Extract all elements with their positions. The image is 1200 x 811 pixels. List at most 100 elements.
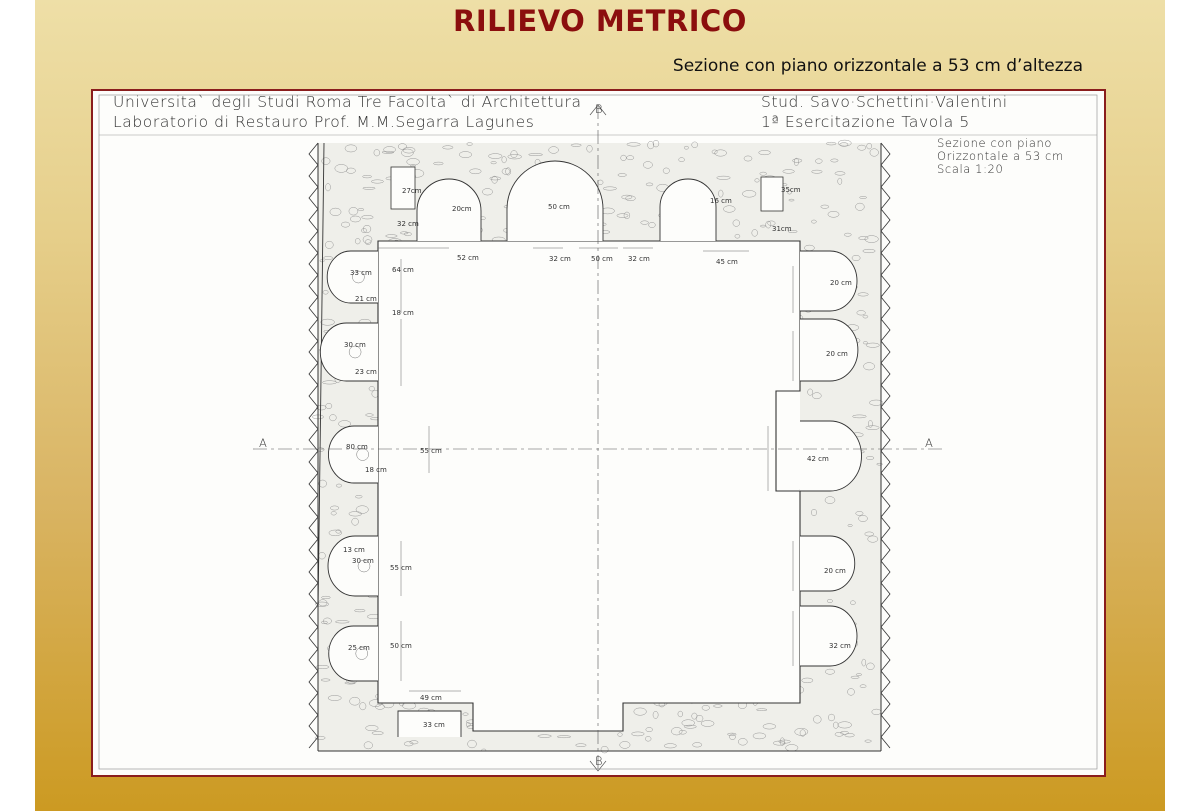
stone-mark [844, 733, 855, 738]
stone-mark [616, 213, 629, 218]
dimension-label: 64 cm [392, 266, 414, 274]
dimension-label: 45 cm [716, 258, 738, 266]
niche-column-circle [352, 270, 365, 284]
stone-mark [758, 150, 771, 156]
right-wall-niche [800, 250, 858, 312]
stone-mark [362, 175, 372, 179]
dimension-label: 32 cm [549, 255, 571, 263]
stone-mark [812, 392, 822, 400]
stone-mark [325, 183, 331, 192]
stone-mark [662, 167, 670, 174]
dimension-lines [378, 247, 794, 692]
stone-mark [692, 742, 703, 748]
stone-mark [866, 142, 872, 150]
niche-column-circle [348, 345, 362, 359]
stone-mark [865, 425, 880, 430]
stone-mark [837, 177, 843, 185]
stone-mark [876, 462, 883, 466]
stone-mark [643, 161, 653, 169]
stone-mark [323, 256, 333, 260]
slide-subtitle: Sezione con piano orizzontale a 53 cm d’… [672, 56, 1083, 76]
note-line-3: Scala 1:20 [937, 162, 1004, 176]
stone-mark [403, 741, 414, 747]
stone-mark [467, 739, 477, 749]
stone-mark [348, 511, 362, 517]
slide-title: RILIEVO METRICO [453, 4, 747, 38]
stone-mark [328, 529, 342, 537]
stone-mark [363, 741, 373, 750]
stone-mark [510, 150, 518, 158]
stone-mark [645, 182, 654, 187]
niche-column-circle [357, 559, 371, 573]
stone-mark [732, 219, 740, 227]
note-line-1: Sezione con piano [937, 136, 1053, 150]
stone-mark [743, 155, 753, 162]
dimension-label: 18 cm [365, 466, 387, 474]
stone-mark [462, 712, 469, 716]
stone-mark [645, 727, 653, 732]
stone-mark [602, 186, 617, 191]
right-wall-niche [800, 318, 859, 382]
stone-mark [320, 318, 335, 326]
stone-mark [488, 153, 503, 159]
stone-mark [754, 178, 760, 183]
dimension-label: 16 cm [710, 197, 732, 205]
left-wall-niche [327, 535, 378, 597]
zigzag-edge [308, 142, 319, 749]
stone-mark [765, 220, 772, 229]
stone-mark [433, 161, 444, 166]
stone-mark [799, 729, 806, 737]
stone-mark [671, 727, 683, 736]
dimension-label: 30 cm [352, 557, 374, 565]
stone-mark [762, 723, 777, 730]
stone-mark [505, 167, 512, 176]
dimension-label: 42 cm [807, 455, 829, 463]
stone-mark [640, 220, 649, 225]
dimension-label: 49 cm [420, 694, 442, 702]
dimension-label: 50 cm [390, 642, 412, 650]
header-exercise: 1ª Esercitazione Tavola 5 [761, 113, 970, 131]
stone-mark [663, 743, 677, 749]
dimension-label: 35cm [781, 186, 801, 194]
stone-mark [788, 198, 795, 202]
header-students: Stud. Savo·Schettini·Valentini [761, 93, 1008, 111]
stone-mark [335, 483, 343, 488]
stone-mark [851, 255, 861, 261]
stone-mark [852, 414, 867, 419]
stone-mark [859, 196, 867, 199]
dimension-label: 32 cm [829, 642, 851, 650]
stone-mark [325, 403, 333, 409]
stone-mark [864, 531, 874, 537]
stone-mark [625, 195, 636, 202]
stone-mark [617, 173, 627, 177]
stone-mark [855, 673, 862, 676]
stone-mark [330, 511, 337, 516]
stone-mark [330, 505, 340, 511]
stone-mark [315, 665, 330, 669]
stone-mark [400, 231, 409, 235]
dimension-label: 55 cm [420, 447, 442, 455]
top-arch-niche [416, 178, 482, 241]
stone-mark [633, 707, 647, 716]
stone-mark [355, 505, 369, 514]
stone-mark [355, 495, 363, 499]
stone-mark [348, 207, 359, 216]
section-axes [253, 104, 945, 772]
stone-mark [840, 730, 849, 735]
left-wall-niche [328, 625, 378, 682]
stone-mark [459, 151, 472, 158]
stone-mark [723, 205, 736, 213]
stone-mark [779, 737, 785, 746]
stone-mark [318, 479, 327, 488]
stone-mark [752, 732, 767, 740]
stone-mark [570, 143, 582, 147]
dimension-label: 31cm [772, 225, 792, 233]
stone-mark [863, 362, 875, 371]
wall-niches [319, 160, 862, 737]
stone-mark [859, 684, 867, 688]
stone-mark [855, 202, 865, 211]
stone-mark [866, 662, 875, 670]
stone-mark [620, 154, 627, 161]
stone-mark [361, 215, 374, 220]
stone-mark [718, 189, 724, 198]
